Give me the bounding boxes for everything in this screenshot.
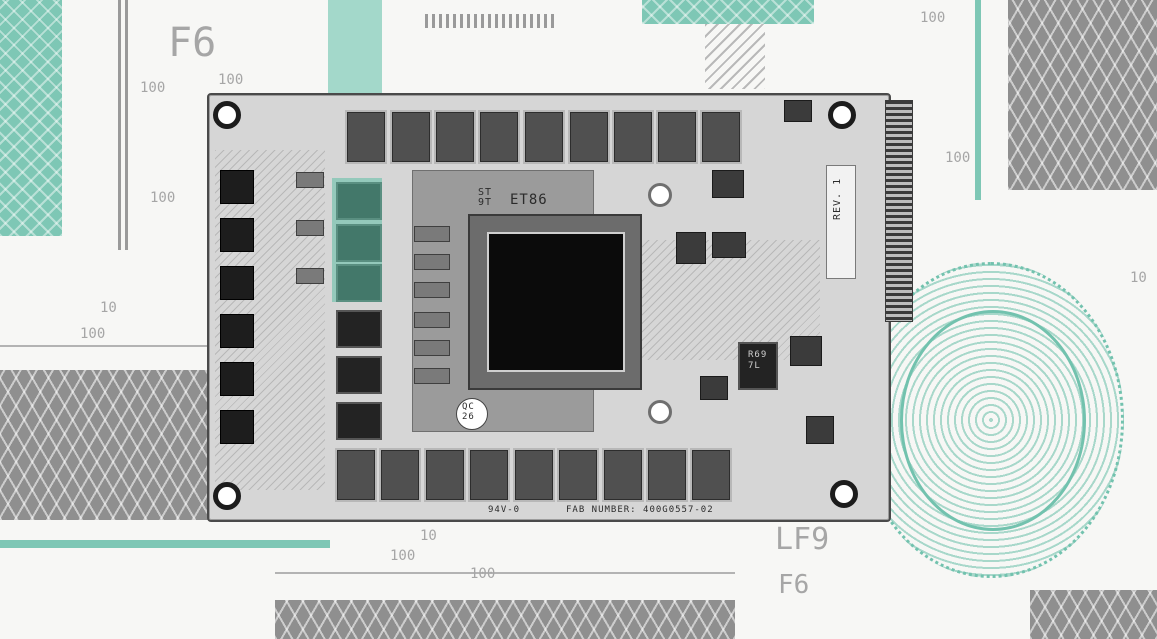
vrm-mosfet — [220, 170, 254, 204]
gpu-sub-marking: ST 9T — [478, 187, 493, 208]
qc-stamp-text: QC 26 — [462, 402, 475, 422]
power-inductor — [738, 342, 778, 390]
memory-chip — [614, 112, 652, 162]
grey-texture-right — [1008, 0, 1157, 190]
memory-chip — [392, 112, 430, 162]
bg-label-f6-top: F6 — [168, 20, 217, 66]
teal-line-bottom — [0, 540, 330, 548]
mounting-hole — [830, 480, 858, 508]
gpu-die — [487, 232, 625, 372]
memory-chip — [525, 112, 563, 162]
grey-texture-left — [0, 370, 210, 520]
memory-chip — [570, 112, 608, 162]
mounting-hole-gpu — [648, 400, 672, 424]
controller-chip — [676, 232, 706, 264]
capacitor — [414, 254, 450, 270]
revision-sticker — [826, 165, 856, 279]
memory-chip — [658, 112, 696, 162]
memory-chip — [381, 450, 419, 500]
vrm-mosfet — [220, 362, 254, 396]
memory-chip — [692, 450, 730, 500]
vrm-mosfet — [220, 314, 254, 348]
teal-line-right — [975, 0, 981, 200]
bg-number-100: 100 — [140, 80, 166, 96]
controller-chip — [806, 416, 834, 444]
capacitor — [296, 268, 324, 284]
mounting-hole — [213, 101, 241, 129]
bg-number-100: 100 — [390, 548, 416, 564]
qc-stamp — [456, 398, 488, 430]
capacitor — [414, 282, 450, 298]
bg-number-100: 100 — [470, 566, 496, 582]
revision-label: REV. 1 — [832, 177, 843, 220]
power-inductor — [336, 402, 382, 440]
capacitor — [296, 172, 324, 188]
pcie-edge-connector — [885, 100, 913, 322]
bg-number-100: 100 — [80, 326, 106, 342]
teal-texture-left — [0, 0, 62, 236]
mounting-hole — [213, 482, 241, 510]
memory-chip — [559, 450, 597, 500]
memory-chip — [347, 112, 385, 162]
zigzag-border-left — [118, 0, 130, 250]
bg-number-100: 100 — [945, 150, 971, 166]
gpu-marking: ET86 — [510, 192, 548, 208]
memory-chip — [426, 450, 464, 500]
inductor-marking: R69 7L — [748, 350, 768, 371]
capacitor — [414, 226, 450, 242]
controller-chip — [700, 376, 728, 400]
bg-number-10: 10 — [100, 300, 117, 316]
controller-chip — [790, 336, 822, 366]
capacitor — [296, 220, 324, 236]
capacitor — [414, 368, 450, 384]
grey-line-bottom — [275, 572, 735, 574]
memory-chip — [470, 450, 508, 500]
teal-strip-top — [642, 0, 814, 24]
grey-line-left — [0, 345, 210, 347]
controller-chip — [784, 100, 812, 122]
memory-chip — [515, 450, 553, 500]
mounting-hole — [828, 101, 856, 129]
ul-marking: 94V-0 — [488, 505, 521, 515]
vrm-mosfet — [220, 410, 254, 444]
treasury-seal-inner — [900, 310, 1086, 531]
bg-number-100: 100 — [150, 190, 176, 206]
vrm-mosfet — [220, 266, 254, 300]
memory-chip — [702, 112, 740, 162]
bg-label-lf9: LF9 — [775, 522, 830, 557]
memory-chip — [648, 450, 686, 500]
grey-texture-bottom — [275, 600, 735, 639]
power-inductor — [336, 310, 382, 348]
bg-number-10: 10 — [1130, 270, 1147, 286]
bg-number-100: 100 — [218, 72, 244, 88]
bg-number-10: 10 — [420, 528, 437, 544]
grey-texture-bottom-right — [1030, 590, 1157, 639]
bg-number-100: 100 — [920, 10, 946, 26]
memory-chip — [604, 450, 642, 500]
memory-chip — [480, 112, 518, 162]
grey-box-top — [705, 24, 765, 89]
capacitor — [414, 340, 450, 356]
mounting-hole-gpu — [648, 183, 672, 207]
power-inductor — [336, 356, 382, 394]
teal-highlight-inductors — [332, 178, 382, 302]
memory-chip — [436, 112, 474, 162]
controller-chip — [712, 170, 744, 198]
capacitor — [414, 312, 450, 328]
controller-chip — [712, 232, 746, 258]
zigzag-border-top — [425, 14, 555, 28]
fab-number: FAB NUMBER: 400G0557-02 — [566, 505, 714, 515]
vrm-mosfet — [220, 218, 254, 252]
bg-label-f6-bottom: F6 — [778, 570, 810, 600]
memory-chip — [337, 450, 375, 500]
